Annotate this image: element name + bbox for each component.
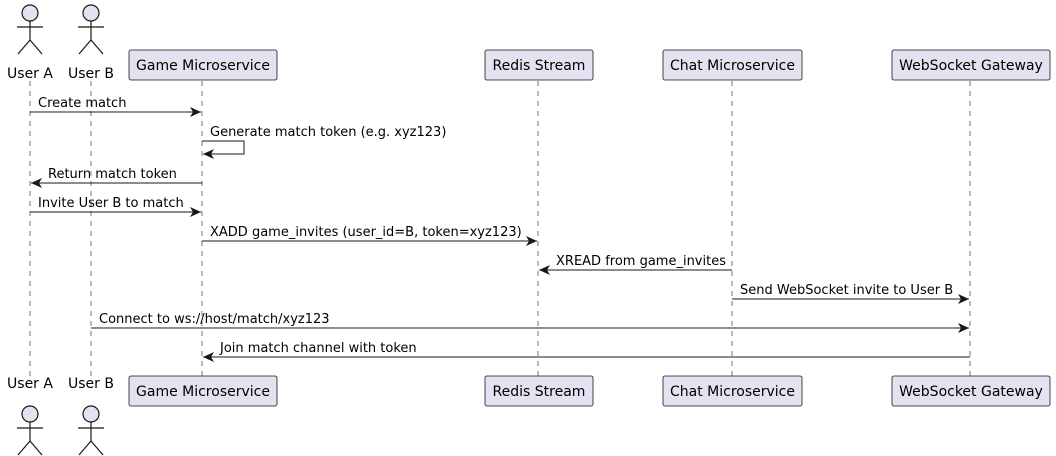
participant-box — [662, 49, 803, 81]
message-5: XADD game_invites (user_id=B, token=xyz1… — [202, 225, 537, 246]
participant-chat-bottom: Chat Microservice — [662, 375, 803, 407]
message-3: Return match token — [31, 167, 202, 188]
message-label: Create match — [38, 96, 126, 111]
actor-label: User A — [7, 66, 53, 82]
message-label: Connect to ws://host/match/xyz123 — [99, 312, 330, 327]
actor-leg-right — [29, 440, 43, 456]
participant-label: Redis Stream — [493, 384, 586, 400]
participant-label: Chat Microservice — [670, 58, 795, 74]
participant-box — [128, 49, 278, 81]
actor-leg-left — [17, 39, 31, 55]
participant-label: WebSocket Gateway — [899, 384, 1043, 400]
participant-chat-top: Chat Microservice — [662, 49, 803, 81]
participant-label: Game Microservice — [136, 384, 270, 400]
participant-box — [484, 49, 594, 81]
participant-redis-top: Redis Stream — [484, 49, 594, 81]
message-label: Invite User B to match — [38, 196, 184, 211]
participant-box — [891, 375, 1051, 407]
actor-userB-top: User B — [68, 4, 114, 82]
actor-leg-left — [78, 39, 92, 55]
message-7: Send WebSocket invite to User B — [732, 283, 969, 304]
message-label: XREAD from game_invites — [556, 254, 726, 269]
actor-head — [21, 405, 39, 423]
message-label: Return match token — [48, 167, 177, 182]
message-arrow — [202, 140, 245, 159]
actor-label: User B — [68, 66, 114, 82]
participant-ws-top: WebSocket Gateway — [891, 49, 1051, 81]
participant-box — [128, 375, 278, 407]
message-label: Generate match token (e.g. xyz123) — [210, 125, 446, 140]
participant-game-top: Game Microservice — [128, 49, 278, 81]
participant-label: WebSocket Gateway — [899, 58, 1043, 74]
participant-box — [662, 375, 803, 407]
message-8: Connect to ws://host/match/xyz123 — [91, 312, 969, 333]
actor-label: User A — [7, 376, 53, 392]
participant-ws-bottom: WebSocket Gateway — [891, 375, 1051, 407]
actor-leg-right — [90, 440, 104, 456]
actor-head — [21, 4, 39, 22]
participant-label: Game Microservice — [136, 58, 270, 74]
actor-leg-left — [17, 440, 31, 456]
actor-leg-right — [29, 39, 43, 55]
message-1: Create match — [30, 96, 201, 117]
message-label: Join match channel with token — [219, 341, 417, 356]
actor-leg-left — [78, 440, 92, 456]
participant-box — [484, 375, 594, 407]
message-label: Send WebSocket invite to User B — [740, 283, 953, 298]
message-4: Invite User B to match — [30, 196, 201, 217]
actor-leg-right — [90, 39, 104, 55]
message-2: Generate match token (e.g. xyz123) — [202, 125, 446, 159]
message-6: XREAD from game_invites — [539, 254, 732, 275]
actor-label: User B — [68, 376, 114, 392]
participant-label: Redis Stream — [493, 58, 586, 74]
participant-game-bottom: Game Microservice — [128, 375, 278, 407]
message-9: Join match channel with token — [203, 341, 970, 362]
participant-box — [891, 49, 1051, 81]
actor-head — [82, 4, 100, 22]
participant-redis-bottom: Redis Stream — [484, 375, 594, 407]
participant-label: Chat Microservice — [670, 384, 795, 400]
message-label: XADD game_invites (user_id=B, token=xyz1… — [210, 225, 522, 240]
actor-userA-bottom: User A — [7, 376, 53, 456]
actor-userB-bottom: User B — [68, 376, 114, 456]
actor-head — [82, 405, 100, 423]
actor-userA-top: User A — [7, 4, 53, 82]
